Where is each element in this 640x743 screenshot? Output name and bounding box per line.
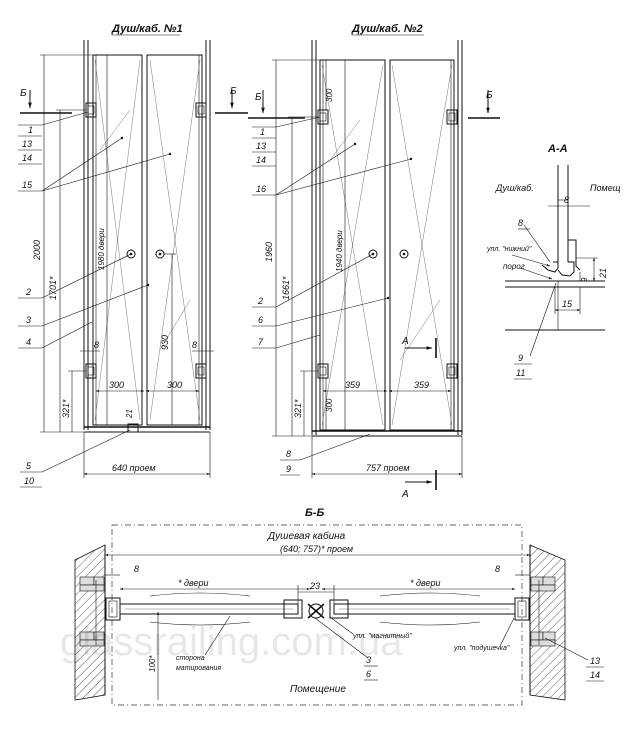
aa-callout-11: 11 (516, 368, 525, 378)
cabin2-callout-1: 1 (260, 127, 265, 137)
cabin1-dim-21: 21 (125, 409, 134, 419)
cabin1-section-mark-left: Б (20, 88, 27, 99)
aa-callout-top: 8 (518, 218, 523, 228)
cabin1-dim-321: 321* (61, 399, 71, 418)
cabin2-dim-door-height: 1940 двери (335, 230, 344, 272)
cabin1-dim-1701: 1701* (48, 276, 58, 300)
cabin2-section-a-top: А (401, 336, 409, 347)
section-aa-detail: Душ/каб. Помещ 8 порог упл. "нижний" 8 2… (486, 165, 621, 380)
bb-gap-right: 8 (495, 564, 500, 574)
cabin1-dim-gap-right: 8 (192, 340, 197, 350)
cabin2-callout-9: 9 (286, 464, 291, 474)
cabin1-callout-14: 14 (22, 153, 32, 163)
aa-dim-top: 8 (564, 195, 569, 205)
cabin1-callout-2: 2 (25, 287, 31, 297)
cabin1-dim-opening: 640 проем (112, 463, 156, 473)
cabin1-dim-door-left: 300 (109, 380, 124, 390)
bb-center-gap: 23 (309, 581, 320, 591)
cabin2-dim-top-300: 300 (325, 88, 334, 102)
cabin2-dim-opening: 757 проем (366, 463, 410, 473)
cabin2-section-mark-right: Б (486, 90, 493, 101)
cabin1-dim-door-height: 1980 двери (97, 228, 106, 270)
bb-dim-depth: 100* (148, 655, 157, 672)
cabin1-dim-2000: 2000 (32, 240, 42, 261)
aa-label-room: Помещ (590, 183, 621, 193)
bb-cabin-label: Душевая кабина (267, 530, 346, 542)
cabin1-callout-4: 4 (26, 337, 31, 347)
cabin1-callout-5: 5 (26, 461, 32, 471)
cabin1-callout-15: 15 (22, 180, 33, 190)
cabin2-dim-door-right: 359 (414, 380, 429, 390)
cabin2-callout-6: 6 (258, 315, 263, 325)
bb-callout-14: 14 (590, 670, 600, 680)
cabin2-title: Душ/каб. №2 (351, 23, 423, 35)
bb-callout-3: 3 (366, 655, 371, 665)
aa-dim-small: 9 (580, 277, 589, 282)
cabin1-dim-door-right: 300 (167, 380, 182, 390)
bb-side-label-2: матирования (176, 665, 221, 672)
aa-threshold-label: порог (503, 262, 525, 271)
watermark: glassrailing.com.ua (60, 620, 403, 664)
cabin2-callout-8: 8 (286, 449, 291, 459)
cabin1-section-mark-right: Б (230, 86, 237, 97)
cabin1-elevation: Б Б 2000 1701* 1980 двери 930 321* 8 8 3… (18, 40, 248, 488)
bb-room-label: Помещение (290, 684, 346, 695)
cabin2-dim-1661: 1661* (281, 276, 291, 300)
bb-side-label-1: сторона (176, 655, 205, 662)
cabin2-callout-16: 16 (256, 184, 266, 194)
cabin2-callout-2: 2 (257, 296, 263, 306)
cabin2-dim-door-left: 359 (345, 380, 360, 390)
cabin1-callout-3: 3 (26, 315, 31, 325)
cabin1-callout-10: 10 (24, 476, 34, 486)
aa-dim-width: 15 (562, 299, 573, 309)
section-bb-title: Б-Б (305, 507, 324, 519)
cabin1-dim-gap-left: 8 (94, 340, 99, 350)
aa-dim-height: 21 (598, 268, 608, 279)
cabin2-elevation: Б Б А А 1960 1661* 300 1940 двери 321* 3… (248, 40, 500, 500)
bb-callout-13: 13 (590, 656, 600, 666)
cabin1-dim-930: 930 (160, 335, 170, 350)
bb-door-left: * двери (178, 578, 209, 588)
bb-door-right: * двери (410, 578, 441, 588)
section-aa-title: А-А (547, 143, 568, 155)
cabin2-section-a-bottom: А (401, 489, 409, 500)
bb-opening-label: (640; 757)* проем (280, 544, 353, 554)
aa-callout-9: 9 (518, 353, 523, 363)
cabin2-dim-1960: 1960 (264, 242, 274, 262)
bb-seal-cushion: упл. "подушечка" (453, 644, 510, 652)
section-bb-plan: Душевая кабина (640; 757)* проем 8 8 * д… (74, 524, 604, 706)
aa-label-cabin: Душ/каб. (495, 183, 534, 193)
cabin2-callout-13: 13 (256, 141, 266, 151)
cabin1-callout-1: 1 (28, 125, 33, 135)
cabin2-dim-lower-300: 300 (325, 398, 334, 412)
cabin2-callout-14: 14 (256, 155, 266, 165)
cabin2-callout-7: 7 (258, 337, 264, 347)
cabin1-callout-13: 13 (22, 139, 32, 149)
cabin2-section-mark-left: Б (255, 92, 262, 103)
cabin2-dim-321: 321* (293, 399, 303, 418)
bb-callout-6: 6 (366, 669, 371, 679)
cabin1-title: Душ/каб. №1 (111, 23, 183, 35)
bb-gap-left: 8 (134, 564, 139, 574)
bb-seal-magnet: упл. "магнитный" (352, 632, 412, 640)
aa-seal-label: упл. "нижний" (486, 245, 532, 253)
